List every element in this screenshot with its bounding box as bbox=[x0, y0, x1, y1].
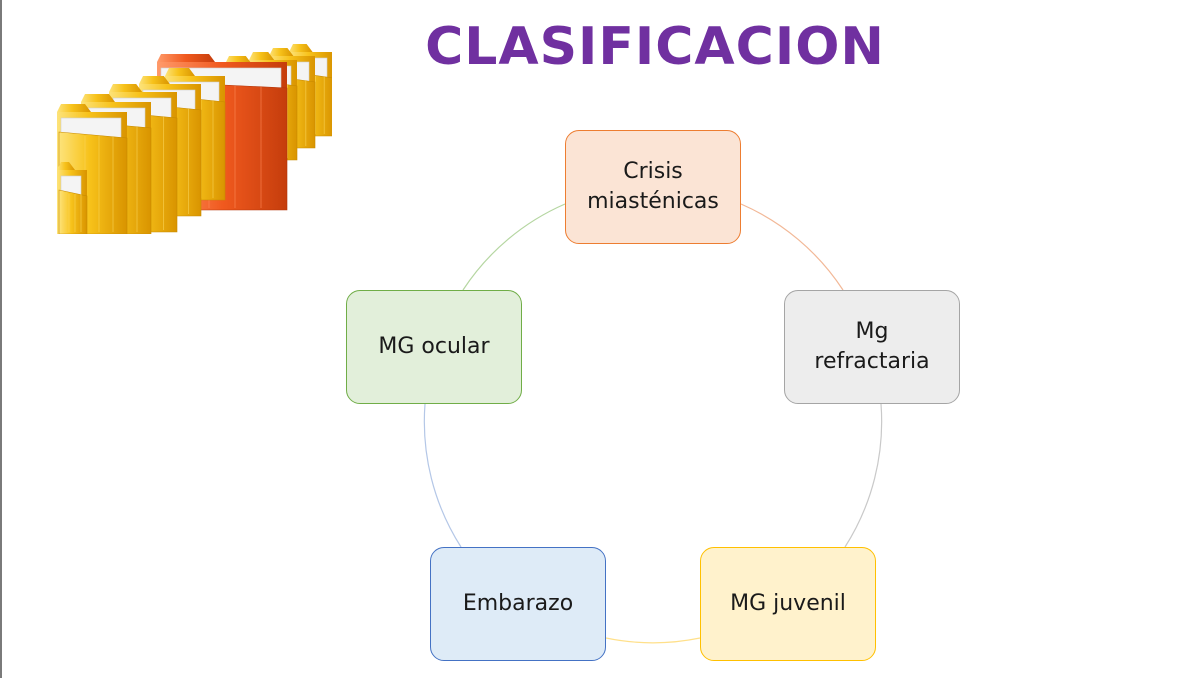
cycle-node-embarazo: Embarazo bbox=[430, 547, 606, 661]
file-folders-illustration bbox=[57, 44, 332, 234]
arc-ocular-to-crisis bbox=[462, 203, 566, 291]
arc-juvenil-to-embarazo bbox=[605, 637, 701, 644]
arc-refractaria-to-juvenil bbox=[844, 403, 883, 548]
arc-crisis-to-refractaria bbox=[740, 203, 844, 291]
yellow-folder bbox=[57, 162, 88, 234]
cycle-node-label: Crisis miasténicas bbox=[587, 159, 719, 214]
cycle-node-label: MG juvenil bbox=[730, 591, 846, 616]
slide-left-border bbox=[0, 0, 2, 678]
cycle-node-label: MG ocular bbox=[378, 334, 490, 359]
cycle-node-mg-ocular: MG ocular bbox=[346, 290, 522, 404]
cycle-node-crisis-miastenicas: Crisis miasténicas bbox=[565, 130, 741, 244]
cycle-node-mg-juvenil: MG juvenil bbox=[700, 547, 876, 661]
slide-title: CLASIFICACION bbox=[425, 17, 885, 77]
cycle-node-mg-refractaria: Mg refractaria bbox=[784, 290, 960, 404]
cycle-node-label: Embarazo bbox=[462, 591, 574, 616]
cycle-node-label: Mg refractaria bbox=[814, 319, 930, 374]
arc-embarazo-to-ocular bbox=[423, 403, 462, 548]
